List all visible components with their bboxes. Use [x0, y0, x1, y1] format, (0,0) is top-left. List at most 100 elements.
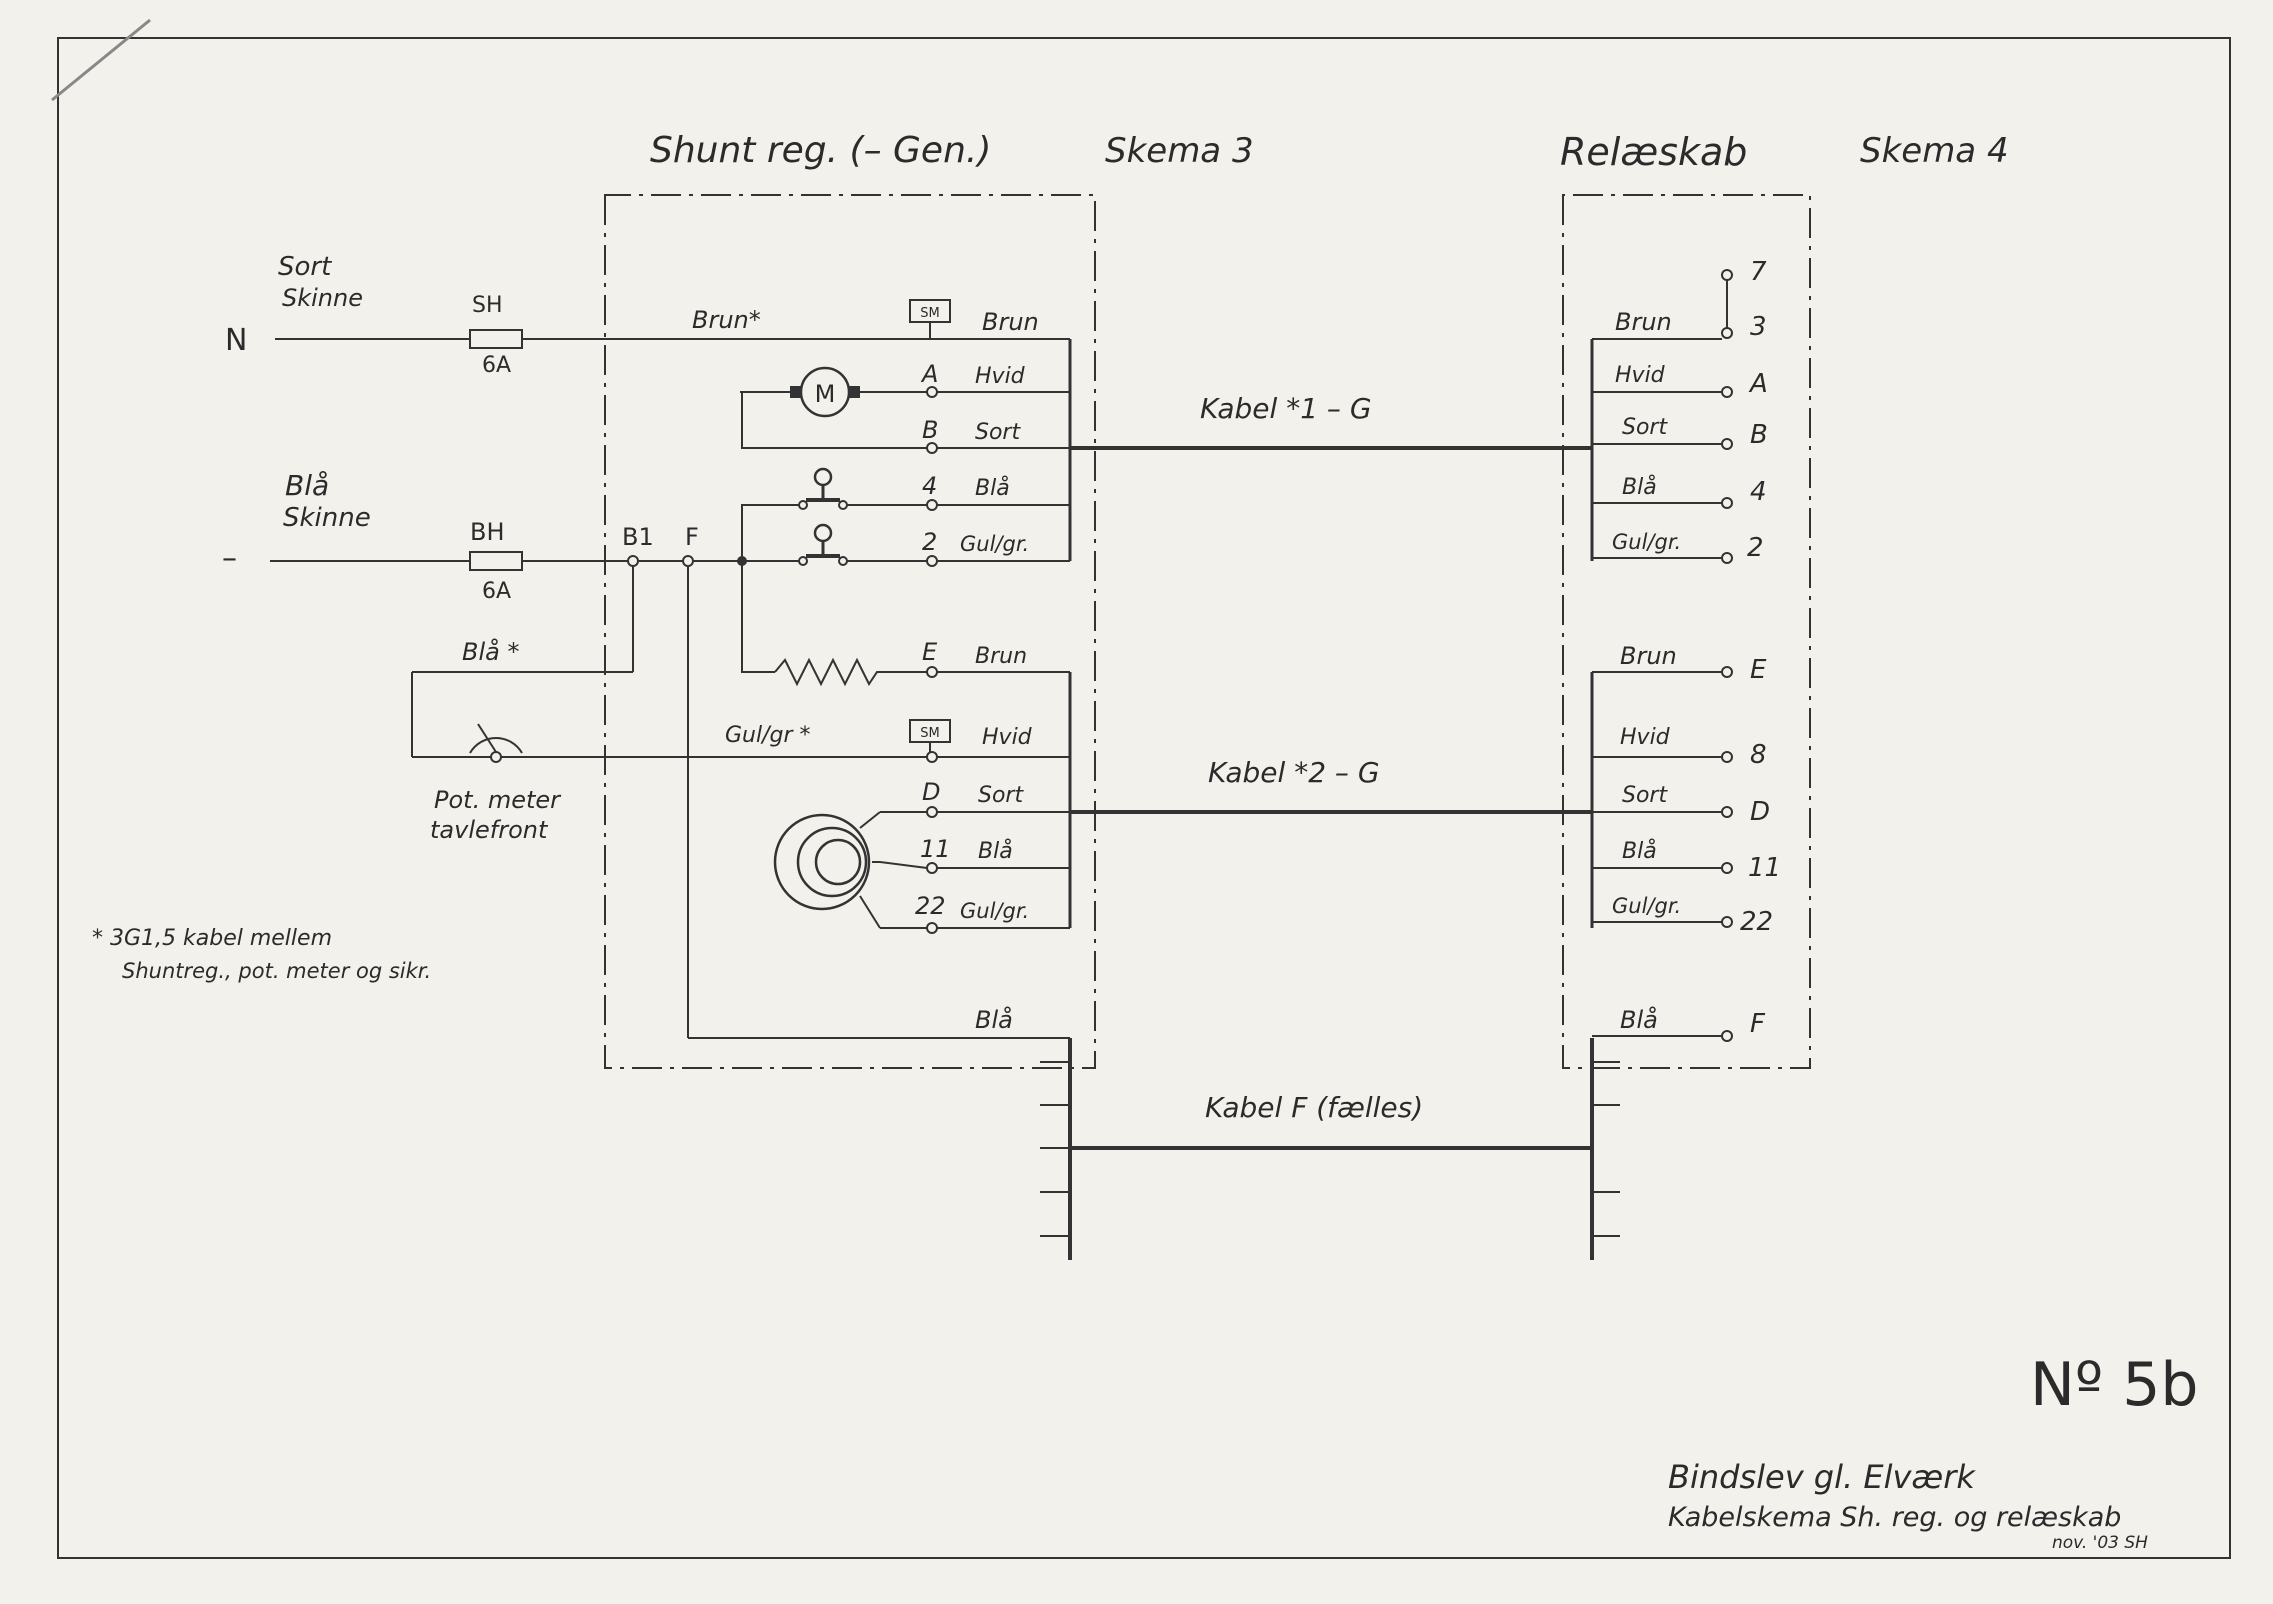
f-terminal — [682, 555, 694, 567]
shunt-term-11: 11 — [920, 835, 951, 863]
shunt-title: Shunt reg. (– Gen.) — [650, 130, 991, 171]
relay-term-3: 3 — [1750, 312, 1767, 342]
brun-star-label: Brun* — [692, 306, 761, 334]
sm-2-terminal-dot — [926, 751, 938, 763]
resistor-wire — [741, 561, 775, 673]
fuse-sh-label: SH — [472, 293, 503, 318]
relay-term-d: D — [1750, 797, 1770, 827]
relay-brun-label: Brun — [1615, 308, 1672, 336]
cable-f-label: Kabel F (fælles) — [1205, 1091, 1423, 1124]
shunt-term-b-dot — [926, 442, 938, 454]
pot-meter-label-2: tavlefront — [430, 816, 549, 844]
shunt-gulgr2-label: Gul/gr. — [960, 899, 1029, 923]
relay-row-blaa2 — [1592, 862, 1733, 874]
motor-label: M — [815, 380, 836, 408]
relay-row-brun2 — [1592, 666, 1733, 678]
cable-1-label: Kabel *1 – G — [1200, 392, 1372, 425]
blaa-line-label: Blå — [285, 469, 329, 502]
shunt-term-b: B — [922, 416, 938, 444]
relay-bus-f-ticks — [1592, 1061, 1620, 1237]
shunt-brun-e-label: Brun — [975, 644, 1027, 669]
motor-brush-right — [848, 386, 860, 398]
fuse-bh — [469, 551, 523, 571]
relay-term-11: 11 — [1748, 853, 1781, 883]
relay-row-blaa — [1592, 497, 1733, 509]
relay-term-a: A — [1748, 369, 1768, 399]
relay-row-brun — [1592, 327, 1733, 340]
blaa-rail-label: Skinne — [283, 503, 371, 533]
b1-terminal — [627, 555, 639, 567]
shunt-term-e-dot — [926, 666, 938, 678]
relay-hvid-label: Hvid — [1615, 363, 1666, 388]
relay-gulgr2-label: Gul/gr. — [1612, 894, 1681, 918]
shunt-term-4: 4 — [922, 472, 937, 500]
motor-left-wire — [741, 391, 932, 449]
shunt-term-a-dot — [926, 386, 938, 398]
relay-title: Relæskab — [1560, 130, 1747, 174]
relay-row-gulgr — [1592, 552, 1733, 564]
relay-term-8: 8 — [1750, 740, 1767, 770]
sm-label-2: SM — [920, 726, 939, 741]
footnote-line-2: Shuntreg., pot. meter og sikr. — [122, 959, 431, 983]
relay-brun2-label: Brun — [1620, 642, 1677, 670]
relay-term-2: 2 — [1747, 533, 1764, 563]
relay-term-4: 4 — [1750, 477, 1767, 507]
switch-4-wire — [741, 504, 800, 561]
b1-label: B1 — [622, 523, 654, 551]
sort-rail-label: Skinne — [282, 284, 363, 312]
pot-meter-symbol — [469, 736, 523, 754]
relay-row-hvid2 — [1592, 751, 1733, 763]
sort-line-label: Sort — [278, 252, 332, 282]
relay-term-f: F — [1750, 1009, 1766, 1039]
blaa-star-label: Blå * — [462, 637, 519, 666]
relay-sort2-label: Sort — [1622, 783, 1668, 808]
n-label: N — [225, 323, 247, 358]
switch-2 — [798, 523, 848, 566]
shunt-gulgr-label: Gul/gr. — [960, 532, 1029, 556]
relay-row-hvid — [1592, 386, 1733, 398]
shunt-skema: Skema 3 — [1105, 131, 1254, 171]
sheet-number: Nº 5b — [2030, 1350, 2199, 1420]
cable-2-label: Kabel *2 – G — [1208, 756, 1380, 789]
relay-row-sort2 — [1592, 806, 1733, 818]
coil-symbol — [773, 811, 881, 929]
fuse-bh-rating: 6A — [482, 579, 511, 604]
relay-row-sort — [1592, 438, 1733, 450]
shunt-bus-f-ticks — [1040, 1061, 1070, 1237]
pot-meter-terminal — [490, 751, 502, 763]
footnote-line-1: * 3G1,5 kabel mellem — [92, 926, 332, 951]
paper-clip — [51, 18, 151, 102]
relay-gulgr-label: Gul/gr. — [1612, 530, 1681, 554]
relay-skema: Skema 4 — [1860, 131, 2009, 171]
sm-label-1: SM — [920, 306, 939, 321]
shunt-term-22-dot — [926, 922, 938, 934]
shunt-term-d-dot — [926, 806, 938, 818]
shunt-term-2: 2 — [922, 528, 937, 556]
shunt-brun-label: Brun — [982, 308, 1039, 336]
shunt-term-4-dot — [926, 499, 938, 511]
shunt-term-d: D — [922, 778, 940, 806]
shunt-term-e: E — [922, 638, 938, 666]
minus-label: – — [222, 541, 237, 576]
shunt-hvid-label: Hvid — [975, 364, 1026, 389]
relay-sort-label: Sort — [1622, 415, 1668, 440]
relay-blaa3-label: Blå — [1620, 1005, 1658, 1034]
shunt-box — [604, 194, 1096, 1069]
shunt-term-11-dot — [926, 862, 938, 874]
relay-term-b: B — [1750, 420, 1768, 450]
fuse-sh-rating: 6A — [482, 353, 511, 378]
stamp-line-3: nov. '03 SH — [2052, 1533, 2148, 1553]
pot-meter-label: Pot. meter — [434, 786, 562, 814]
relay-term-7: 7 — [1750, 257, 1767, 287]
shunt-blaa-label: Blå — [975, 475, 1010, 501]
pot-meter-arrow — [477, 723, 497, 753]
shunt-term-2-dot — [926, 555, 938, 567]
stamp-line-1: Bindslev gl. Elværk — [1668, 1458, 1976, 1496]
fuse-sh — [469, 329, 523, 349]
fuse-bh-label: BH — [470, 518, 505, 546]
relay-term-22: 22 — [1740, 907, 1773, 937]
f-label: F — [685, 523, 699, 551]
shunt-blaa-f-label: Blå — [975, 1005, 1013, 1034]
relay-box — [1562, 194, 1811, 1069]
